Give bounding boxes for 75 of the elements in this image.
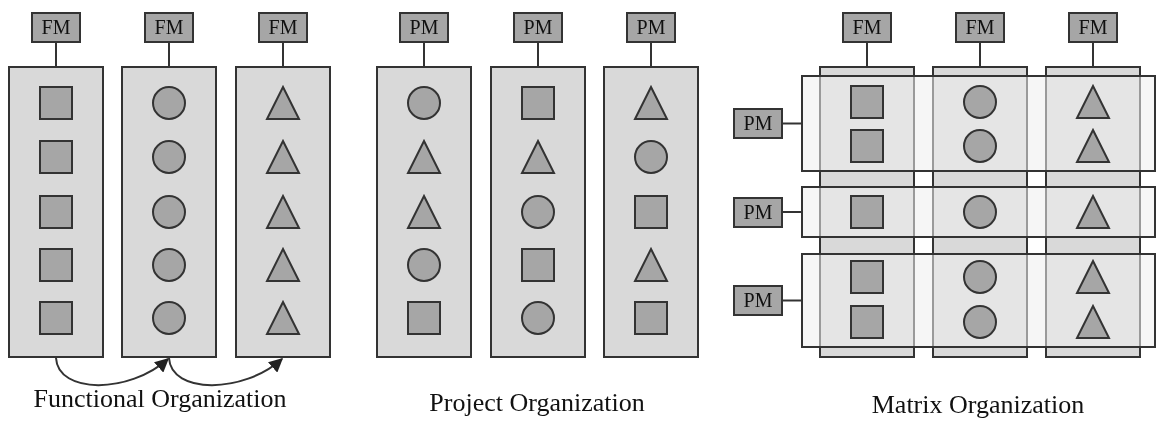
manager-box: PM — [733, 196, 783, 228]
square-shape — [521, 86, 555, 120]
connector-line — [282, 42, 284, 67]
department-panel — [490, 66, 586, 358]
diagram-caption: Project Organization — [429, 388, 645, 418]
square-shape — [39, 248, 73, 282]
manager-box: PM — [733, 285, 783, 316]
department-panel — [235, 66, 331, 358]
manager-box: PM — [513, 12, 563, 43]
circle-shape — [152, 248, 186, 282]
connector-line — [866, 42, 868, 67]
connector-line — [537, 42, 539, 67]
circle-shape — [634, 140, 668, 174]
triangle-shape — [266, 140, 300, 174]
diagram-caption: Matrix Organization — [871, 390, 1085, 420]
triangle-shape — [266, 301, 300, 335]
square-shape — [850, 305, 884, 339]
connector-line — [1092, 42, 1094, 67]
connector-line — [168, 42, 170, 67]
circle-shape — [152, 301, 186, 335]
triangle-shape — [1076, 260, 1110, 294]
connector-line — [782, 299, 802, 302]
triangle-shape — [1076, 195, 1110, 229]
triangle-shape — [266, 248, 300, 282]
square-shape — [850, 195, 884, 229]
department-panel — [121, 66, 217, 358]
circle-shape — [152, 86, 186, 120]
manager-box: PM — [733, 108, 783, 139]
triangle-shape — [1076, 305, 1110, 339]
triangle-shape — [1076, 129, 1110, 163]
connector-line — [782, 211, 802, 213]
square-shape — [850, 260, 884, 294]
department-panel — [603, 66, 699, 358]
connector-line — [423, 42, 425, 67]
diagram-caption: Functional Organization — [33, 384, 287, 414]
manager-box: PM — [626, 12, 676, 43]
department-panel — [376, 66, 472, 358]
triangle-shape — [634, 86, 668, 120]
manager-box: FM — [842, 12, 892, 43]
triangle-shape — [407, 140, 441, 174]
square-shape — [39, 86, 73, 120]
connector-line — [979, 42, 981, 67]
square-shape — [39, 301, 73, 335]
square-shape — [850, 129, 884, 163]
circle-shape — [521, 195, 555, 229]
triangle-shape — [521, 140, 555, 174]
square-shape — [407, 301, 441, 335]
square-shape — [634, 195, 668, 229]
square-shape — [521, 248, 555, 282]
manager-box: PM — [399, 12, 449, 43]
manager-box: FM — [1068, 12, 1118, 43]
circle-shape — [152, 195, 186, 229]
circle-shape — [521, 301, 555, 335]
square-shape — [634, 301, 668, 335]
connector-line — [782, 122, 802, 125]
square-shape — [39, 140, 73, 174]
manager-box: FM — [31, 12, 81, 43]
circle-shape — [407, 248, 441, 282]
connector-line — [650, 42, 652, 67]
department-panel — [8, 66, 104, 358]
circle-shape — [407, 86, 441, 120]
triangle-shape — [407, 195, 441, 229]
curved-arrow — [168, 357, 284, 387]
square-shape — [850, 85, 884, 119]
manager-box: FM — [258, 12, 308, 43]
triangle-shape — [266, 195, 300, 229]
triangle-shape — [634, 248, 668, 282]
circle-shape — [152, 140, 186, 174]
manager-box: FM — [144, 12, 194, 43]
manager-box: FM — [955, 12, 1005, 43]
connector-line — [55, 42, 57, 67]
triangle-shape — [266, 86, 300, 120]
curved-arrow — [55, 357, 170, 387]
square-shape — [39, 195, 73, 229]
triangle-shape — [1076, 85, 1110, 119]
